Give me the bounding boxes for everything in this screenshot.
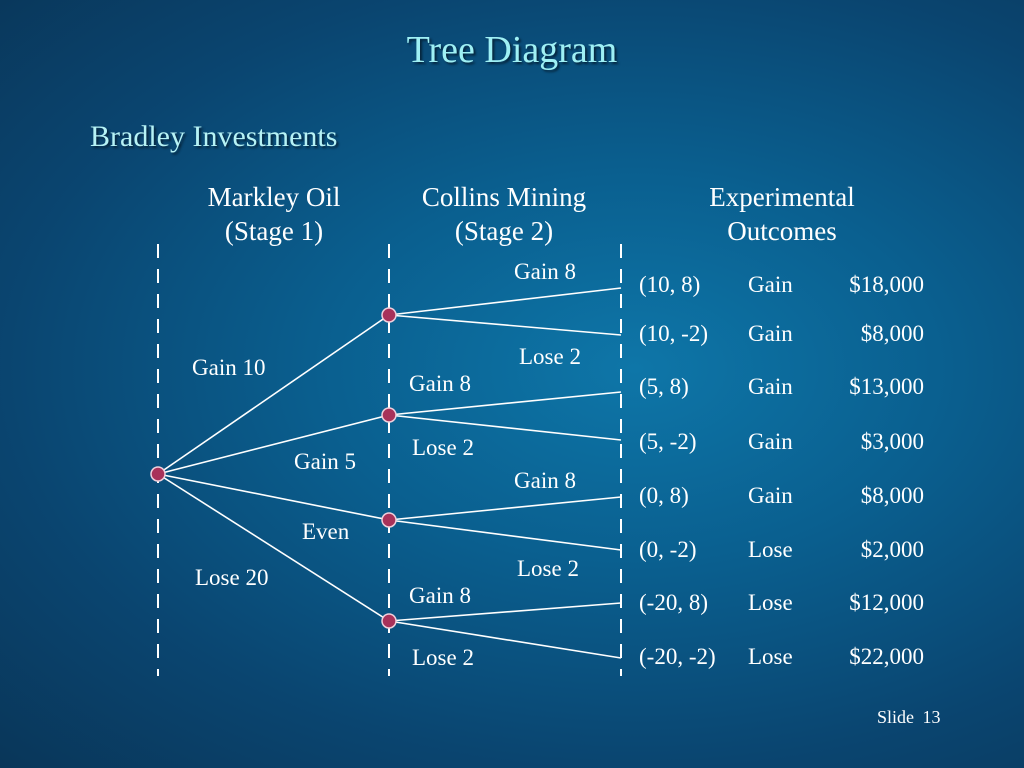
stage2-header-line1: Collins Mining — [421, 182, 587, 212]
branch-label: Lose 2 — [412, 645, 474, 670]
branch-label: Gain 8 — [409, 583, 471, 608]
outcome-result: Gain — [748, 272, 793, 297]
stage1-header: Markley Oil (Stage 1) — [174, 180, 374, 248]
branch-2-gain-8 — [388, 391, 622, 416]
stage1-header-line1: Markley Oil — [207, 182, 341, 212]
branch-4-lose-2 — [388, 620, 622, 659]
branch-label: Even — [302, 519, 350, 544]
outcome-amount: $13,000 — [849, 374, 924, 399]
outcome-result: Lose — [748, 590, 793, 615]
outcome-pair: (10, 8) — [639, 272, 701, 297]
slide-footer-label: Slide — [877, 707, 915, 727]
outcome-pair: (10, -2) — [639, 321, 708, 346]
stage2-node-2 — [381, 407, 397, 423]
stage2-node-3 — [381, 512, 397, 528]
outcomes-header-line2: Outcomes — [727, 216, 837, 246]
outcome-result: Gain — [748, 483, 793, 508]
branch-gain-5 — [157, 414, 390, 475]
branch-label: Gain 10 — [192, 355, 266, 380]
outcomes-header-line1: Experimental — [709, 182, 855, 212]
slide-footer: Slide 13 — [877, 707, 941, 728]
outcomes-header: Experimental Outcomes — [672, 180, 892, 248]
outcome-amount: $8,000 — [860, 321, 924, 346]
branch-even — [157, 473, 390, 521]
branch-label: Gain 8 — [514, 259, 576, 284]
outcome-pair: (5, -2) — [639, 429, 697, 454]
branch-gain-10 — [157, 314, 390, 475]
branch-label: Lose 20 — [195, 565, 269, 590]
outcome-pair: (-20, -2) — [639, 644, 716, 669]
outcome-result: Gain — [748, 429, 793, 454]
stage1-header-line2: (Stage 1) — [224, 216, 324, 246]
branch-1-lose-2 — [388, 314, 622, 336]
outcome-result: Lose — [748, 644, 793, 669]
outcome-pair: (-20, 8) — [639, 590, 708, 615]
branch-label: Gain 5 — [294, 449, 356, 474]
branch-3-lose-2 — [388, 519, 622, 551]
root-node — [150, 466, 166, 482]
slide-title: Tree Diagram — [406, 29, 618, 71]
slide-subtitle: Bradley Investments — [90, 120, 338, 153]
outcome-amount: $2,000 — [860, 537, 924, 562]
branch-label: Lose 2 — [412, 435, 474, 460]
stage2-node-4 — [381, 613, 397, 629]
slide-number: 13 — [922, 707, 941, 727]
branch-1-gain-8 — [388, 287, 622, 316]
branch-label: Lose 2 — [519, 344, 581, 369]
branch-3-gain-8 — [388, 496, 622, 521]
branch-lose-20 — [157, 473, 390, 622]
outcome-result: Lose — [748, 537, 793, 562]
outcome-pair: (0, -2) — [639, 537, 697, 562]
stage2-header: Collins Mining (Stage 2) — [394, 180, 614, 248]
branch-label: Gain 8 — [514, 468, 576, 493]
outcome-amount: $3,000 — [860, 429, 924, 454]
outcome-amount: $12,000 — [849, 590, 924, 615]
outcome-amount: $22,000 — [849, 644, 924, 669]
stage2-node-1 — [381, 307, 397, 323]
branch-label: Gain 8 — [409, 371, 471, 396]
outcome-result: Gain — [748, 321, 793, 346]
outcome-result: Gain — [748, 374, 793, 399]
stage2-header-line2: (Stage 2) — [454, 216, 554, 246]
outcome-pair: (5, 8) — [639, 374, 689, 399]
outcome-amount: $18,000 — [849, 272, 924, 297]
branch-4-gain-8 — [388, 602, 622, 622]
branch-2-lose-2 — [388, 414, 622, 441]
outcome-pair: (0, 8) — [639, 483, 689, 508]
outcome-amount: $8,000 — [860, 483, 924, 508]
branch-label: Lose 2 — [517, 556, 579, 581]
